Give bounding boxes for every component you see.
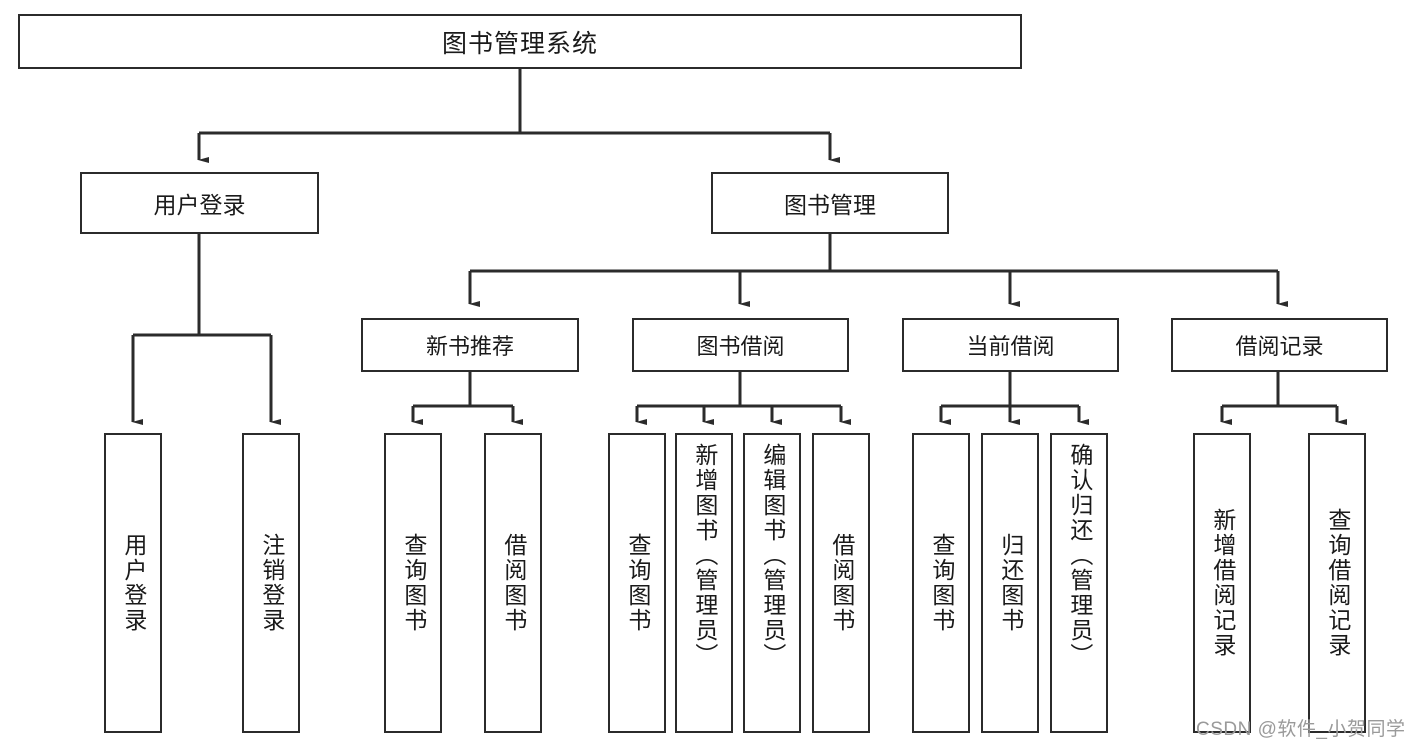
leaf-user-login-signout[interactable]: 注销登录 — [242, 433, 300, 733]
node-label: 图书管理系统 — [441, 29, 598, 58]
leaf-current-return-book[interactable]: 归还图书 — [981, 433, 1039, 733]
node-label: 新增图书（管理员） — [691, 443, 718, 668]
node-label: 用户登录 — [120, 533, 147, 633]
node-label: 借阅图书 — [500, 533, 527, 633]
node-label: 图书管理 — [784, 192, 876, 218]
node-label: 归还图书 — [997, 533, 1024, 633]
leaf-borrow-query-book[interactable]: 查询图书 — [608, 433, 666, 733]
node-label: 借阅图书 — [828, 533, 855, 633]
node-label: 注销登录 — [258, 533, 285, 633]
node-label: 查询图书 — [928, 533, 955, 633]
node-root-system[interactable]: 图书管理系统 — [18, 14, 1022, 69]
leaf-borrow-edit-book-admin[interactable]: 编辑图书（管理员） — [743, 433, 801, 733]
node-label: 当前借阅 — [966, 334, 1055, 359]
leaf-record-query-record[interactable]: 查询借阅记录 — [1308, 433, 1366, 733]
node-label: 图书借阅 — [696, 334, 785, 359]
leaf-current-query-book[interactable]: 查询图书 — [912, 433, 970, 733]
node-label: 确认归还（管理员） — [1066, 443, 1093, 668]
leaf-recommend-borrow-book[interactable]: 借阅图书 — [484, 433, 542, 733]
leaf-borrow-borrow-book[interactable]: 借阅图书 — [812, 433, 870, 733]
node-label: 查询图书 — [624, 533, 651, 633]
node-label: 查询图书 — [400, 533, 427, 633]
node-current-borrow[interactable]: 当前借阅 — [902, 318, 1119, 372]
node-user-login[interactable]: 用户登录 — [80, 172, 319, 234]
node-borrow-record[interactable]: 借阅记录 — [1171, 318, 1388, 372]
leaf-borrow-add-book-admin[interactable]: 新增图书（管理员） — [675, 433, 733, 733]
node-book-management[interactable]: 图书管理 — [711, 172, 949, 234]
node-label: 新增借阅记录 — [1209, 508, 1236, 658]
watermark-text: CSDN @软件_小贺同学 — [1196, 719, 1405, 740]
node-book-borrow[interactable]: 图书借阅 — [632, 318, 849, 372]
node-label: 借阅记录 — [1235, 334, 1324, 359]
node-label: 查询借阅记录 — [1324, 508, 1351, 658]
node-new-book-recommend[interactable]: 新书推荐 — [361, 318, 579, 372]
leaf-record-add-record[interactable]: 新增借阅记录 — [1193, 433, 1251, 733]
node-label: 新书推荐 — [425, 334, 514, 359]
leaf-current-confirm-return-admin[interactable]: 确认归还（管理员） — [1050, 433, 1108, 733]
leaf-user-login-signin[interactable]: 用户登录 — [104, 433, 162, 733]
node-label: 编辑图书（管理员） — [759, 443, 786, 668]
node-label: 用户登录 — [153, 192, 246, 218]
leaf-recommend-query-book[interactable]: 查询图书 — [384, 433, 442, 733]
